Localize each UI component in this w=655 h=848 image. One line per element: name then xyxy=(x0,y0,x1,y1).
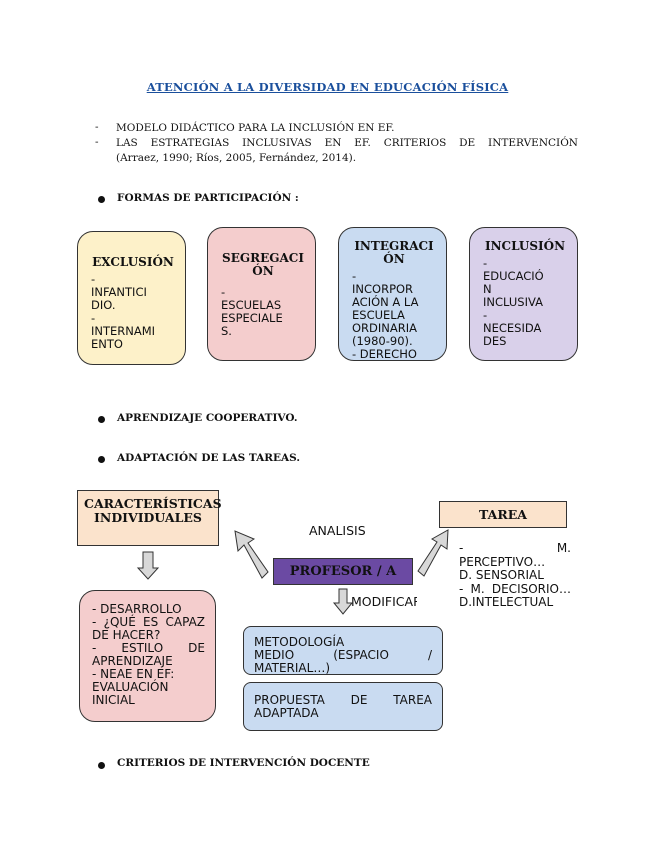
propuesta-box: PROPUESTA DE TAREA ADAPTADA xyxy=(243,682,443,731)
card-body: - ESCUELAS ESPECIALE S. xyxy=(221,285,283,338)
page-title: ATENCIÓN A LA DIVERSIDAD EN EDUCACIÓN FÍ… xyxy=(146,80,509,94)
bullet-icon xyxy=(98,762,105,769)
modificar-label: MODIFICAR xyxy=(351,595,417,609)
card-body: - INCORPOR ACIÓN A LA ESCUELA ORDINARIA … xyxy=(352,269,419,361)
section-cooperativo: APRENDIZAJE COOPERATIVO. xyxy=(117,412,298,424)
card-integracion: INTEGRACIÓN - INCORPOR ACIÓN A LA ESCUEL… xyxy=(338,227,447,361)
desarrollo-line: - DESARROLLO xyxy=(92,602,182,616)
tarea-line: - M. DECISORIO… xyxy=(459,581,571,596)
card-body: - INFANTICI DIO. - INTERNAMI ENTO xyxy=(91,272,156,351)
list-dash: - xyxy=(95,136,99,148)
arrow-down-icon xyxy=(332,588,354,615)
arrow-upleft-icon xyxy=(234,530,269,579)
metodologia-line: METODOLOGÍA xyxy=(254,635,345,649)
bullet-icon xyxy=(98,416,105,423)
tarea-line: D.INTELECTUAL xyxy=(459,595,554,609)
card-body: - EDUCACIÓ N INCLUSIVA - NECESIDA DES xyxy=(483,256,544,348)
list-dash: - xyxy=(95,121,99,133)
card-title: SEGREGACIÓN xyxy=(222,251,304,278)
analisis-label: ANALISIS xyxy=(309,524,366,538)
card-inclusion: INCLUSIÓN - EDUCACIÓ N INCLUSIVA - NECES… xyxy=(469,227,578,361)
list-item-modelo: MODELO DIDÁCTICO PARA LA INCLUSIÓN EN EF… xyxy=(116,122,395,134)
list-item-estrategias: LAS ESTRATEGIAS INCLUSIVAS EN EF. CRITER… xyxy=(116,137,578,149)
tarea-line: D. SENSORIAL xyxy=(459,568,544,582)
metodologia-line: MEDIO (ESPACIO / MATERIAL…) xyxy=(254,648,432,675)
bullet-icon xyxy=(98,456,105,463)
desarrollo-line: - NEAE EN EF: EVALUACIÓN INICIAL xyxy=(92,667,175,707)
card-title: EXCLUSIÓN xyxy=(92,255,174,269)
caracteristicas-box: CARACTERÍSTICAS INDIVIDUALES xyxy=(77,490,222,546)
section-adaptacion: ADAPTACIÓN DE LAS TAREAS. xyxy=(117,452,301,464)
desarrollo-box: - DESARROLLO - ¿QUÉ ES CAPAZ DE HACER? -… xyxy=(79,590,216,722)
list-item-citation: (Arraez, 1990; Ríos, 2005, Fernández, 20… xyxy=(116,152,357,164)
tarea-detail: - M. PERCEPTIVO… D. SENSORIAL - M. DECIS… xyxy=(459,542,571,622)
card-title: INTEGRACIÓN xyxy=(354,239,434,266)
bullet-icon xyxy=(98,196,105,203)
tarea-line: - M. PERCEPTIVO… xyxy=(459,542,571,569)
card-title: INCLUSIÓN xyxy=(484,239,566,253)
tarea-box: TAREA xyxy=(439,501,567,528)
profesor-box: PROFESOR / A xyxy=(273,558,413,585)
section-criterios: CRITERIOS DE INTERVENCIÓN DOCENTE xyxy=(117,757,370,769)
metodologia-box: METODOLOGÍA MEDIO (ESPACIO / MATERIAL…) xyxy=(243,626,443,675)
desarrollo-line: - ESTILO DE APRENDIZAJE xyxy=(92,641,205,668)
card-exclusion: EXCLUSIÓN - INFANTICI DIO. - INTERNAMI E… xyxy=(77,231,186,365)
card-segregacion: SEGREGACIÓN - ESCUELAS ESPECIALE S. xyxy=(207,227,316,361)
arrow-upright-icon xyxy=(417,529,449,577)
section-participacion: FORMAS DE PARTICIPACIÓN : xyxy=(117,192,299,204)
arrow-down-icon xyxy=(136,551,160,580)
desarrollo-line: - ¿QUÉ ES CAPAZ DE HACER? xyxy=(92,615,205,642)
